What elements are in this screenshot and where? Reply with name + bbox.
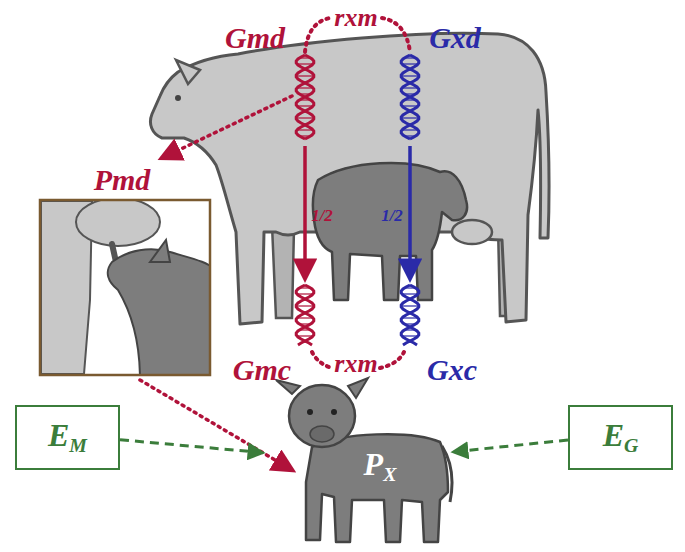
calf-figure: PX xyxy=(262,372,454,548)
symbol-label: rxm xyxy=(334,5,377,31)
environment-arrow xyxy=(120,440,262,453)
inheritance-arrow xyxy=(408,146,412,278)
symbol-label: Pmd xyxy=(94,165,151,195)
phenotype-label: PX xyxy=(364,448,397,485)
fraction-label: 1/2 xyxy=(381,207,403,224)
inheritance-arrow xyxy=(303,146,307,278)
symbol-label: Gxd xyxy=(429,23,481,53)
environment-box: EG xyxy=(568,405,673,470)
environment-label: EM xyxy=(48,419,87,456)
environment-arrow xyxy=(454,440,568,452)
environment-box: EM xyxy=(15,405,120,470)
dna-helices xyxy=(296,55,419,345)
calf-shape xyxy=(262,372,454,548)
cow-ear xyxy=(176,60,200,84)
cow-udder xyxy=(452,220,492,244)
cow-eye xyxy=(175,95,181,101)
environment-label: EG xyxy=(603,419,639,456)
phenotype-leader xyxy=(162,96,292,158)
symbol-label: rxm xyxy=(334,351,377,377)
correlation-arcs xyxy=(305,18,410,368)
inset-frame xyxy=(40,200,210,375)
maternal-effect-leader xyxy=(140,380,292,470)
symbol-label: Gxc xyxy=(427,355,477,385)
inset-scene xyxy=(41,201,209,374)
symbol-label: Gmc xyxy=(233,355,291,385)
fraction-label: 1/2 xyxy=(311,207,333,224)
symbol-label: Gmd xyxy=(225,23,285,53)
suckling-calf xyxy=(313,163,467,300)
